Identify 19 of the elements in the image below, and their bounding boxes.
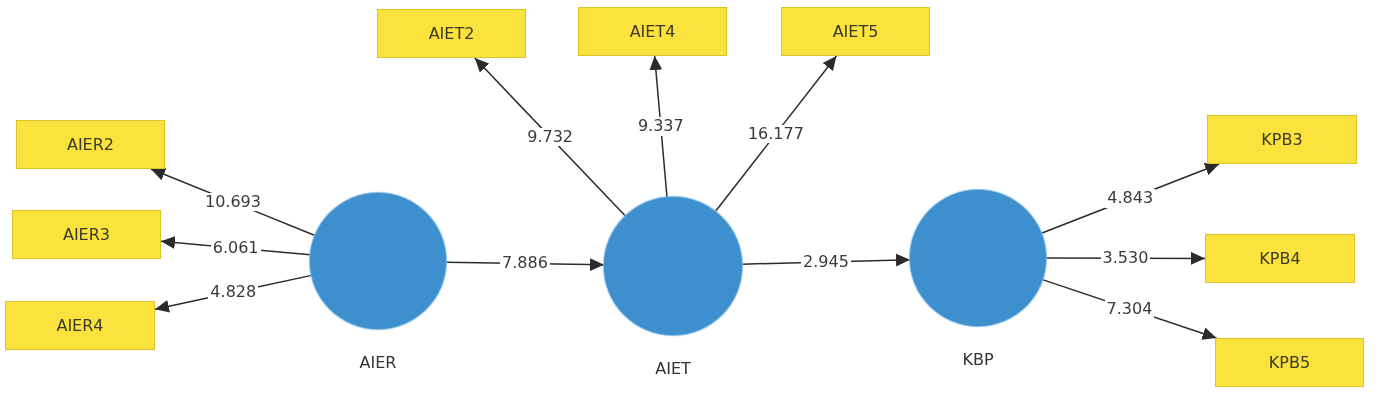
edge-label: 7.304 [1104,299,1155,318]
indicator-box: KPB3 [1207,115,1357,164]
indicator-box: AIET4 [578,7,727,56]
indicator-box: AIER3 [12,210,161,259]
edge-label: 4.828 [208,283,259,302]
indicator-box: AIER4 [5,301,155,350]
construct-label: AIER [359,353,397,372]
construct-label: KBP [962,350,994,369]
indicator-box: AIER2 [16,120,165,169]
arrow [474,57,627,217]
arrow [714,55,838,213]
arrow [649,55,668,198]
indicator-box: AIET2 [377,9,526,58]
indicator-box: KPB4 [1205,234,1355,283]
construct-label: AIET [655,359,691,378]
edge-label: 4.843 [1105,189,1156,208]
indicator-box: AIET5 [781,7,930,56]
indicator-box: KPB5 [1215,338,1364,387]
edge-label: 9.732 [525,127,575,147]
